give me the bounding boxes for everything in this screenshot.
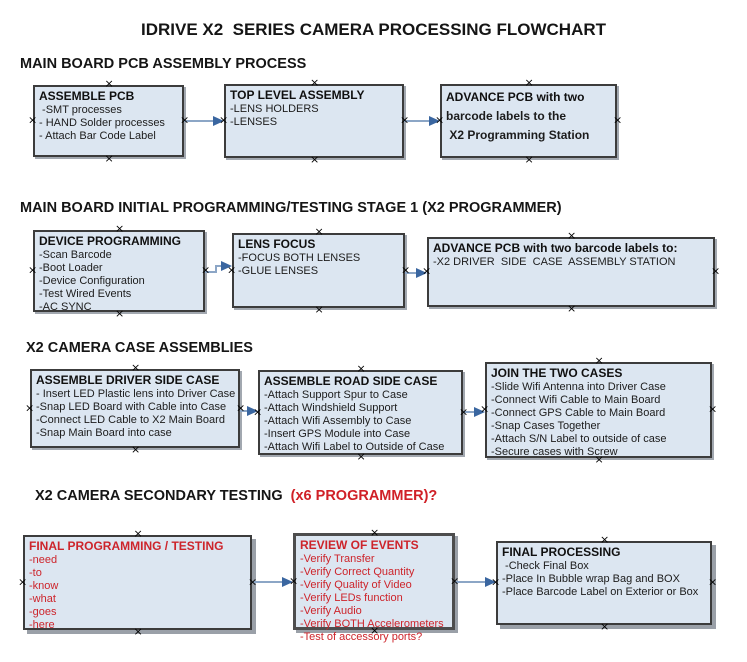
box-item-list: -FOCUS BOTH LENSES-GLUE LENSES xyxy=(234,252,403,278)
box-item: -SMT processes xyxy=(39,104,122,116)
box-item: -X2 DRIVER SIDE CASE ASSEMBLY STATION xyxy=(433,256,676,268)
section-heading-red-part: (x6 PROGRAMMER)? xyxy=(286,488,438,504)
flow-box-advance-pcb-to-case-assembly[interactable]: ADVANCE PCB with two barcode labels to: … xyxy=(427,237,715,307)
box-item: -Attach Wifi Assembly to Case xyxy=(264,415,412,427)
box-item: -LENS HOLDERS xyxy=(230,103,319,115)
page-title: IDRIVE X2 SERIES CAMERA PROCESSING FLOWC… xyxy=(140,20,607,39)
box-item: -Check Final Box xyxy=(502,560,589,572)
arrow-r3a-r3b[interactable] xyxy=(240,406,258,416)
box-item-list: -Slide Wifi Antenna into Driver Case-Con… xyxy=(487,381,710,459)
box-title: ADVANCE PCB with two xyxy=(446,90,585,104)
box-item: -Secure cases with Screw xyxy=(491,446,618,458)
box-item: -Place Barcode Label on Exterior or Box xyxy=(502,586,699,598)
flow-box-assemble-pcb[interactable]: ASSEMBLE PCB -SMT processes- HAND Solder… xyxy=(33,85,184,157)
flow-box-advance-pcb-to-programming-station[interactable]: ADVANCE PCB with two barcode labels to t… xyxy=(440,84,617,158)
flow-box-top-level-assembly[interactable]: TOP LEVEL ASSEMBLY -LENS HOLDERS-LENSES xyxy=(224,84,404,158)
flow-box-assemble-road-side-case[interactable]: ASSEMBLE ROAD SIDE CASE -Attach Support … xyxy=(258,370,463,455)
section-heading-initial-programming: MAIN BOARD INITIAL PROGRAMMING/TESTING S… xyxy=(20,200,562,216)
box-item: - HAND Solder processes xyxy=(39,117,165,129)
box-item: -Slide Wifi Antenna into Driver Case xyxy=(491,381,666,393)
box-item-list: -LENS HOLDERS-LENSES xyxy=(226,103,402,129)
box-item: -Snap Cases Together xyxy=(491,420,601,432)
box-item: -Verify Audio xyxy=(300,605,362,617)
box-item-list: -Attach Support Spur to Case-Attach Wind… xyxy=(260,389,461,454)
box-item-list: -SMT processes- HAND Solder processes- A… xyxy=(35,104,182,143)
box-item: -Attach Windshield Support xyxy=(264,402,398,414)
box-title: ASSEMBLE PCB xyxy=(39,89,135,103)
box-item-list: -Scan Barcode-Boot Loader-Device Configu… xyxy=(35,249,203,314)
box-item: -Test of accessory ports? xyxy=(300,631,423,643)
box-item: -AC SYNC xyxy=(39,301,92,313)
box-item: -Scan Barcode xyxy=(39,249,112,261)
box-title: REVIEW OF EVENTS xyxy=(300,538,419,552)
box-title: ASSEMBLE ROAD SIDE CASE xyxy=(264,374,438,388)
box-title: FINAL PROGRAMMING / TESTING xyxy=(29,539,224,553)
box-title: ADVANCE PCB with two barcode labels to: xyxy=(433,241,678,255)
flow-box-lens-focus[interactable]: LENS FOCUS -FOCUS BOTH LENSES-GLUE LENSE… xyxy=(232,233,405,308)
box-item: -Verify Quality of Video xyxy=(300,579,412,591)
arrow-r4b-r4c[interactable] xyxy=(455,577,496,587)
box-title: JOIN THE TWO CASES xyxy=(491,366,623,380)
arrow-r1b-r1c[interactable] xyxy=(404,116,440,126)
box-item: - Attach Bar Code Label xyxy=(39,130,156,142)
box-item-list: -X2 DRIVER SIDE CASE ASSEMBLY STATION xyxy=(429,256,713,269)
arrow-r4a-r4b[interactable] xyxy=(252,577,293,587)
box-item: -LENSES xyxy=(230,116,278,128)
box-title: FINAL PROCESSING xyxy=(502,545,621,559)
box-item-list: -Check Final Box-Place In Bubble wrap Ba… xyxy=(498,560,710,599)
box-item: -Snap LED Board with Cable into Case xyxy=(36,401,227,413)
box-item: -goes xyxy=(29,606,57,618)
box-item-list: - Insert LED Plastic lens into Driver Ca… xyxy=(32,388,238,440)
box-title: TOP LEVEL ASSEMBLY xyxy=(230,88,365,102)
box-item: -know xyxy=(29,580,59,592)
box-item: -Snap Main Board into case xyxy=(36,427,172,439)
box-item: -Insert GPS Module into Case xyxy=(264,428,411,440)
flow-box-join-the-two-cases[interactable]: JOIN THE TWO CASES -Slide Wifi Antenna i… xyxy=(485,362,712,458)
box-item: -Boot Loader xyxy=(39,262,103,274)
box-item: barcode labels to the xyxy=(446,109,567,123)
box-item: -here xyxy=(29,619,55,631)
box-item: -Attach Support Spur to Case xyxy=(264,389,408,401)
box-item: -Test Wired Events xyxy=(39,288,132,300)
box-item: -what xyxy=(29,593,56,605)
box-item: -Connect GPS Cable to Main Board xyxy=(491,407,666,419)
box-item-list: -need-to-know-what-goes-here xyxy=(25,554,250,632)
box-item: -to xyxy=(29,567,42,579)
box-item: -Place In Bubble wrap Bag and BOX xyxy=(502,573,680,585)
flow-box-review-of-events[interactable]: REVIEW OF EVENTS -Verify Transfer-Verify… xyxy=(293,533,455,643)
box-item-list: barcode labels to the X2 Programming Sta… xyxy=(442,107,615,145)
box-item: -Verify Correct Quantity xyxy=(300,566,415,578)
arrow-r2a-r2b[interactable] xyxy=(205,261,232,273)
arrow-r1a-r1b[interactable] xyxy=(184,116,224,126)
flow-box-final-programming-testing[interactable]: FINAL PROGRAMMING / TESTING -need-to-kno… xyxy=(23,535,252,632)
box-item: -need xyxy=(29,554,58,566)
box-item: -Verify LEDs function xyxy=(300,592,403,604)
box-item: -Connect Wifi Cable to Main Board xyxy=(491,394,661,406)
box-item: -Device Configuration xyxy=(39,275,145,287)
box-item-list: -Verify Transfer-Verify Correct Quantity… xyxy=(296,553,452,644)
box-item: -Attach S/N Label to outside of case xyxy=(491,433,667,445)
box-item: -Connect LED Cable to X2 Main Board xyxy=(36,414,225,426)
box-item: -Verify Transfer xyxy=(300,553,375,565)
flow-box-assemble-driver-side-case[interactable]: ASSEMBLE DRIVER SIDE CASE - Insert LED P… xyxy=(30,369,240,448)
section-heading-pcb-assembly: MAIN BOARD PCB ASSEMBLY PROCESS xyxy=(20,56,307,72)
box-item: -GLUE LENSES xyxy=(238,265,319,277)
box-title: LENS FOCUS xyxy=(238,237,316,251)
flow-box-device-programming[interactable]: DEVICE PROGRAMMING -Scan Barcode-Boot Lo… xyxy=(33,230,205,314)
box-item: - Insert LED Plastic lens into Driver Ca… xyxy=(36,388,236,400)
box-item: -FOCUS BOTH LENSES xyxy=(238,252,361,264)
box-item: X2 Programming Station xyxy=(446,128,590,142)
arrow-r2b-r2c[interactable] xyxy=(405,268,427,278)
arrow-r3b-r3c[interactable] xyxy=(463,407,485,417)
section-heading-secondary-testing: X2 CAMERA SECONDARY TESTING (x6 PROGRAMM… xyxy=(35,488,437,504)
box-item: -Verify BOTH Accelerometers xyxy=(300,618,444,630)
box-item: -Attach Wifi Label to Outside of Case xyxy=(264,441,445,453)
flow-box-final-processing[interactable]: FINAL PROCESSING -Check Final Box-Place … xyxy=(496,541,712,625)
section-heading-case-assemblies: X2 CAMERA CASE ASSEMBLIES xyxy=(26,340,253,356)
box-title: DEVICE PROGRAMMING xyxy=(39,234,182,248)
box-title: ASSEMBLE DRIVER SIDE CASE xyxy=(36,373,220,387)
section-heading-black-part: X2 CAMERA SECONDARY TESTING xyxy=(35,488,287,504)
